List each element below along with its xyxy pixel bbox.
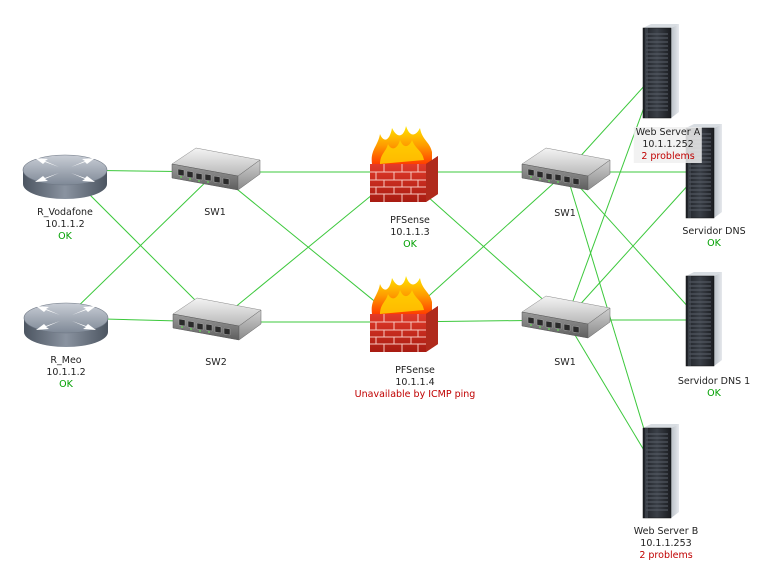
sw1-right-top-switch-icon[interactable] [521,147,611,191]
sw1-right-bottom-name: SW1 [554,357,576,368]
sw1-left-switch-icon[interactable] [171,147,261,191]
link-r-meo-sw1-left [65,171,217,319]
r-vodafone-router-icon[interactable] [22,154,108,200]
pfsense-b-status: Unavailable by ICMP ping [354,389,476,400]
web-server-a-server-icon[interactable] [642,23,680,119]
servidor-dns-status: OK [707,238,721,249]
r-vodafone-status: OK [58,231,72,242]
r-meo-name: R_Meo [50,355,82,366]
label-servidor-dns: Servidor DNS OK [682,226,745,250]
label-pfsense-a: PFSense 10.1.1.3 OK [390,215,430,251]
nodes-layer [22,23,723,519]
r-meo-ip: 10.1.1.2 [46,367,86,378]
label-r-meo: R_Meo 10.1.1.2 OK [46,355,85,391]
label-sw1-right-top: SW1 [554,208,575,220]
label-sw1-right-bottom: SW1 [554,357,575,369]
label-sw1-left: SW1 [204,207,225,219]
link-sw1-right-bottom-web-server-b [565,319,658,473]
pfsense-a-status: OK [403,239,417,250]
r-meo-status: OK [59,379,73,390]
label-web-server-a: Web Server A 10.1.1.252 2 problems [633,127,703,163]
sw2-left-switch-icon[interactable] [172,297,262,341]
link-sw1-right-bottom-web-server-a [565,71,658,321]
label-web-server-b: Web Server B 10.1.1.253 2 problems [634,526,698,562]
servidor-dns-1-server-icon[interactable] [685,271,723,367]
label-sw2-left: SW2 [205,357,226,369]
sw1-right-bottom-switch-icon[interactable] [521,295,611,339]
sw2-left-name: SW2 [205,357,227,368]
link-sw1-right-bottom-servidor-dns [565,171,701,321]
r-meo-router-icon[interactable] [23,302,109,348]
web-server-a-name: Web Server A [635,127,701,138]
web-server-b-server-icon[interactable] [642,423,680,519]
servidor-dns-name: Servidor DNS [682,226,746,237]
web-server-a-status: 2 problems [641,151,695,162]
pfsense-a-ip: 10.1.1.3 [390,227,430,238]
link-sw2-left-pfsense-a [216,171,401,323]
label-pfsense-b: PFSense 10.1.1.4 Unavailable by ICMP pin… [355,365,476,401]
web-server-b-name: Web Server B [633,526,699,537]
link-sw1-right-top-web-server-b [565,171,658,473]
servidor-dns-1-status: OK [707,388,721,399]
pfsense-b-firewall-icon[interactable] [369,275,439,353]
label-r-vodafone: R_Vodafone 10.1.1.2 OK [37,207,93,243]
label-servidor-dns-1: Servidor DNS 1 OK [678,376,750,400]
sw1-left-name: SW1 [204,207,226,218]
servidor-dns-1-name: Servidor DNS 1 [677,376,751,387]
web-server-b-ip: 10.1.1.253 [640,538,692,549]
sw1-right-top-name: SW1 [554,208,576,219]
pfsense-b-ip: 10.1.1.4 [395,377,435,388]
pfsense-a-firewall-icon[interactable] [369,125,439,203]
web-server-b-status: 2 problems [639,550,693,561]
pfsense-b-name: PFSense [395,365,435,376]
r-vodafone-name: R_Vodafone [37,207,93,218]
links-layer [64,71,701,473]
web-server-a-ip: 10.1.1.252 [642,139,694,150]
r-vodafone-ip: 10.1.1.2 [45,219,85,230]
pfsense-a-name: PFSense [390,215,430,226]
